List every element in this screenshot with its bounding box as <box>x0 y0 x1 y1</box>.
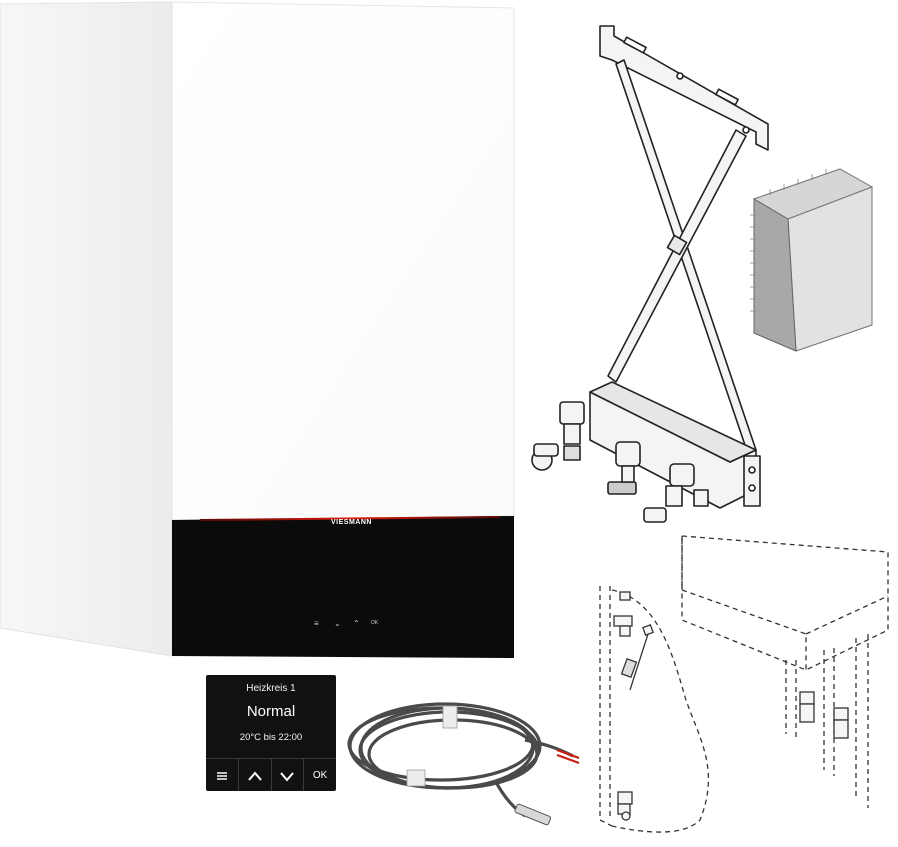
bracket-slot <box>623 36 647 54</box>
chevron-down-icon: ⌄ <box>334 619 341 628</box>
mode-label: Normal <box>246 703 296 720</box>
fitting <box>619 591 631 601</box>
fitting <box>613 615 633 627</box>
installation-drawing <box>599 535 889 833</box>
down-button[interactable] <box>272 759 305 791</box>
sensor-cable <box>347 702 580 826</box>
menu-icon: ≡ <box>314 619 319 628</box>
boiler-control-panel <box>172 516 514 658</box>
sensor-probe <box>514 803 552 826</box>
valve-left <box>531 401 585 471</box>
fitting <box>617 791 633 805</box>
cross-bar <box>607 129 747 383</box>
bracket-slot <box>715 88 739 106</box>
fitting <box>799 703 815 723</box>
heating-circuit-label: Heizkreis 1 <box>246 683 296 694</box>
schedule-label: 20°C bis 22:00 <box>239 732 303 743</box>
brand-logo: VIESMANN <box>331 519 372 526</box>
fitting <box>833 719 849 739</box>
accessory-box <box>750 168 874 352</box>
chevron-up-icon: ⌃ <box>353 619 360 628</box>
fitting <box>833 707 849 721</box>
fitting <box>799 691 815 705</box>
menu-icon <box>216 771 227 780</box>
chevron-up-icon <box>247 770 262 781</box>
valve-right <box>643 463 709 523</box>
accent-stripe <box>199 516 501 521</box>
ok-button[interactable]: OK <box>312 770 328 781</box>
chevron-down-icon <box>280 771 295 782</box>
fitting <box>642 624 654 636</box>
cable-tie <box>442 705 458 729</box>
valve-middle <box>607 441 641 495</box>
rail-brace <box>743 455 761 507</box>
fitting <box>619 625 631 637</box>
cable-tie <box>406 769 426 787</box>
up-button[interactable] <box>239 759 272 791</box>
boiler-side <box>0 1 173 657</box>
menu-button[interactable] <box>206 759 239 791</box>
boiler-front <box>171 1 515 521</box>
mounting-frame <box>531 25 769 523</box>
top-bracket <box>599 25 769 151</box>
control-display: Heizkreis 1 Normal 20°C bis 22:00 OK <box>206 675 336 791</box>
boiler-unit <box>0 1 515 658</box>
display-button-bar: OK <box>206 758 336 791</box>
ok-label: OK <box>371 620 379 626</box>
